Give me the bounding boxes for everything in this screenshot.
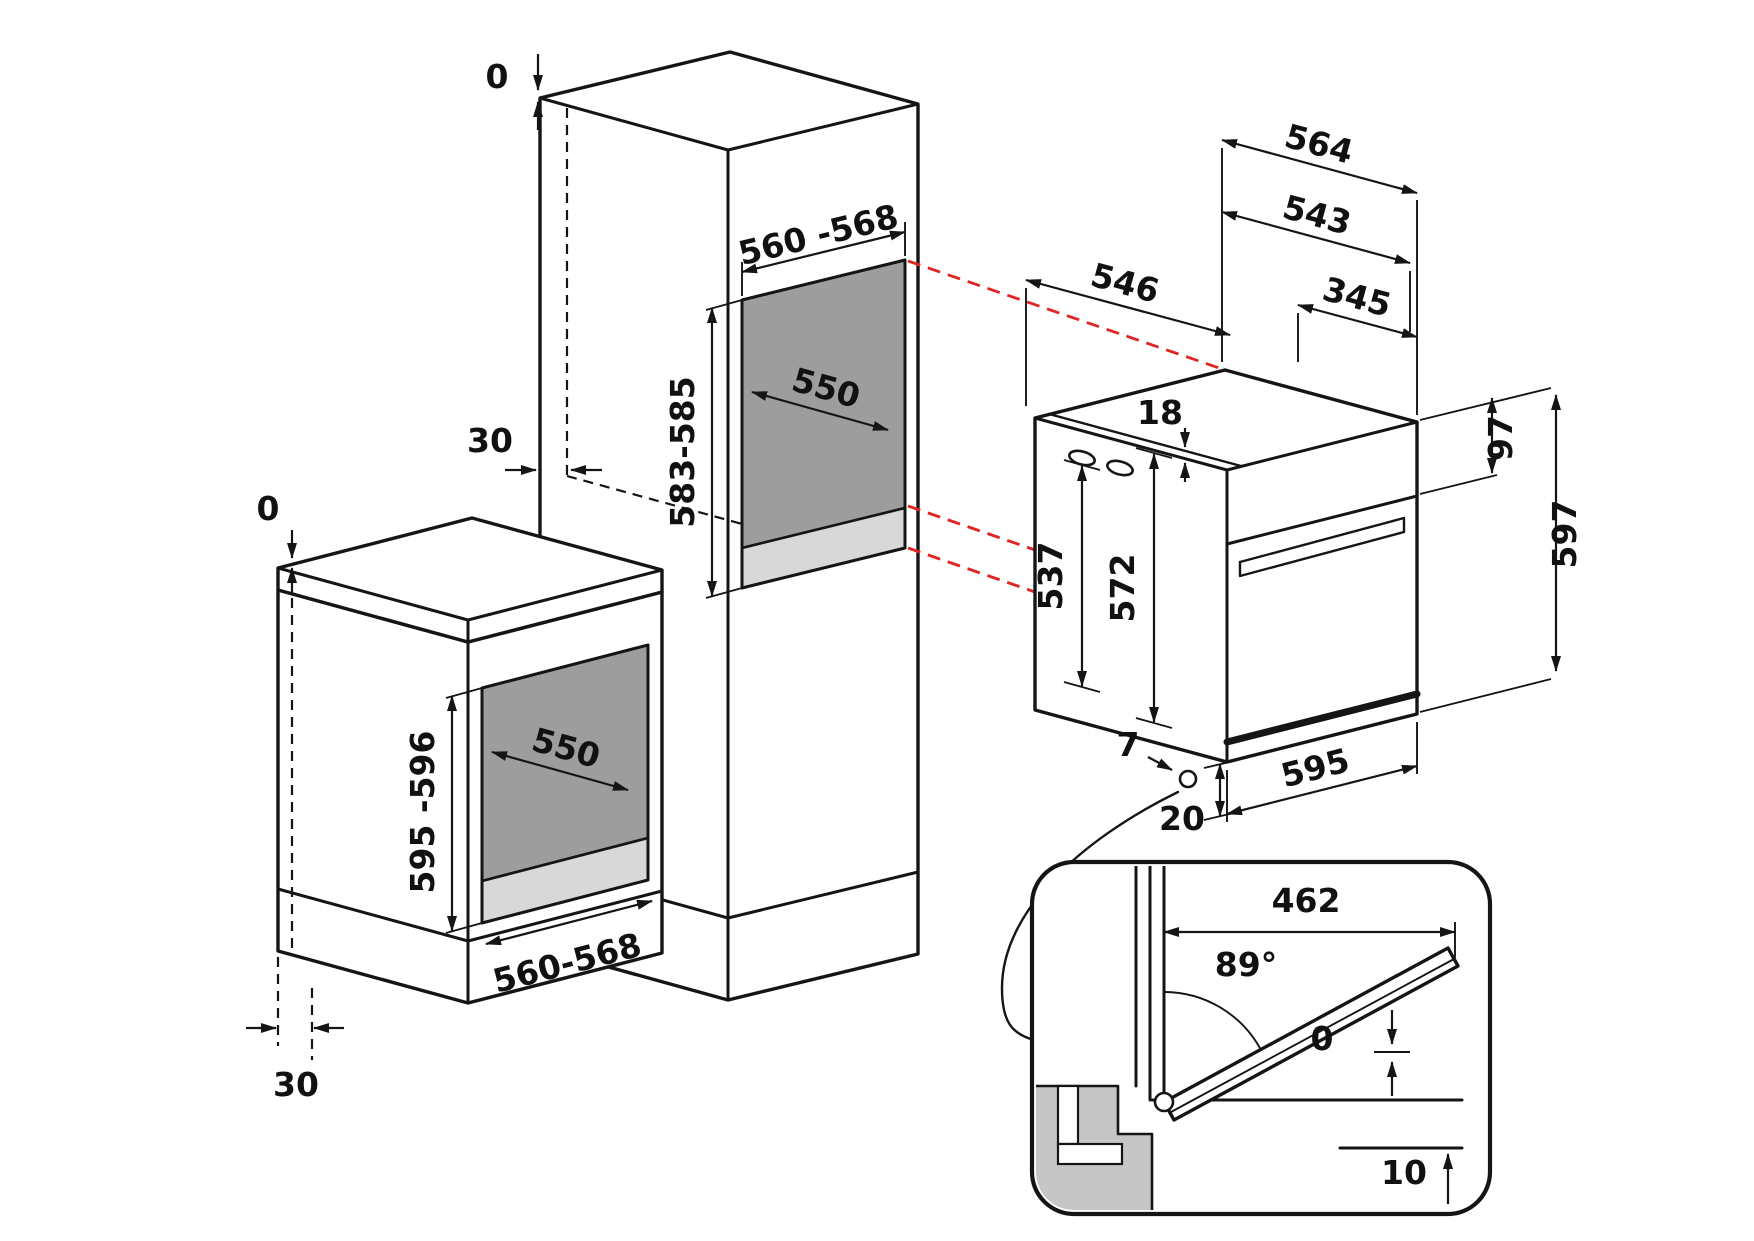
base-cabinet-worktop — [276, 516, 664, 644]
dim-line — [485, 899, 653, 946]
tall-top-gap-label: 0 — [486, 57, 509, 96]
door-bottom-shadow — [1223, 690, 1421, 746]
dim-line — [491, 750, 629, 792]
detail-contents — [1036, 866, 1464, 1210]
door-opening-detail: 462 89° 0 10 — [1000, 790, 1493, 1217]
door-pivot-point — [1178, 769, 1198, 789]
dim-line — [1221, 210, 1411, 265]
oven-top-front-width-label: 345 — [1319, 269, 1396, 325]
door-hinge-circle — [1153, 1091, 1175, 1113]
tall-niche-height-label: 583-585 — [663, 376, 702, 527]
base-niche-opening — [480, 643, 650, 925]
ext-line — [1419, 678, 1552, 713]
base-cabinet-drawing: 550 595 -596 560-568 0 30 — [246, 489, 664, 1104]
tall-hidden-bottom-edge — [566, 474, 743, 526]
oven-depth-inner-label: 546 — [1087, 255, 1164, 311]
door-reach-label: 462 — [1272, 881, 1341, 920]
oven-total-height-label: 597 — [1545, 500, 1584, 569]
projection-line-bottom — [907, 546, 1036, 594]
arrow-line — [1147, 756, 1173, 771]
detail-frame — [1029, 859, 1493, 1217]
control-panel-line — [1225, 494, 1419, 546]
panel-joint-slot — [1056, 1084, 1080, 1146]
alignment-projection-lines — [907, 259, 1226, 594]
steam-vent-icon — [1106, 459, 1134, 477]
tall-niche-opening — [740, 258, 907, 590]
oven-top-edge-label: 18 — [1137, 393, 1183, 432]
detail-leader-curve — [1000, 790, 1180, 1042]
dim-line — [741, 230, 906, 274]
dim-line — [1221, 138, 1418, 195]
oven-panel-height-label: 97 — [1481, 415, 1520, 461]
oven-width-label: 595 — [1277, 740, 1353, 795]
dim-line — [1297, 303, 1418, 339]
oven-front-plane-lines — [1134, 866, 1166, 1102]
door-inner-line — [1170, 958, 1455, 1113]
base-plinth-line-left — [276, 887, 470, 943]
door-handle — [1238, 516, 1406, 578]
oven-top-front-strip — [1047, 412, 1243, 468]
door-angle-label: 89° — [1215, 945, 1277, 984]
tall-cabinet-plinth-line-right — [726, 870, 920, 920]
ext-line — [1419, 387, 1552, 421]
dim-line — [751, 390, 889, 432]
oven-depth-total-label: 564 — [1281, 116, 1358, 172]
projection-line-top — [907, 259, 1226, 372]
door-angle-arc — [1163, 991, 1262, 1051]
oven-cavity-height-label: 537 — [1031, 542, 1070, 611]
dim-line — [1226, 764, 1418, 816]
base-plinth-recess-label: 30 — [273, 1065, 319, 1104]
oven-drawing: 564 543 546 345 18 97 597 537 572 — [1025, 116, 1584, 838]
oven-front-height-label: 572 — [1103, 554, 1142, 623]
ext-line — [1419, 474, 1498, 495]
oven-bottom-clearance-label: 20 — [1159, 799, 1205, 838]
panel-joint-slot — [1056, 1142, 1124, 1166]
door-zero-gap-label: 0 — [1311, 1019, 1334, 1058]
dim-line — [1025, 278, 1231, 337]
door-bottom-clearance-label: 10 — [1381, 1153, 1427, 1192]
base-top-gap-label: 0 — [257, 489, 280, 528]
base-niche-height-label: 595 -596 — [403, 731, 442, 894]
oven-door-pivot-offset-label: 7 — [1117, 725, 1140, 764]
tall-rear-gap-label: 30 — [467, 421, 513, 460]
projection-line-middle — [907, 504, 1036, 552]
oven-depth-body-label: 543 — [1279, 187, 1356, 243]
